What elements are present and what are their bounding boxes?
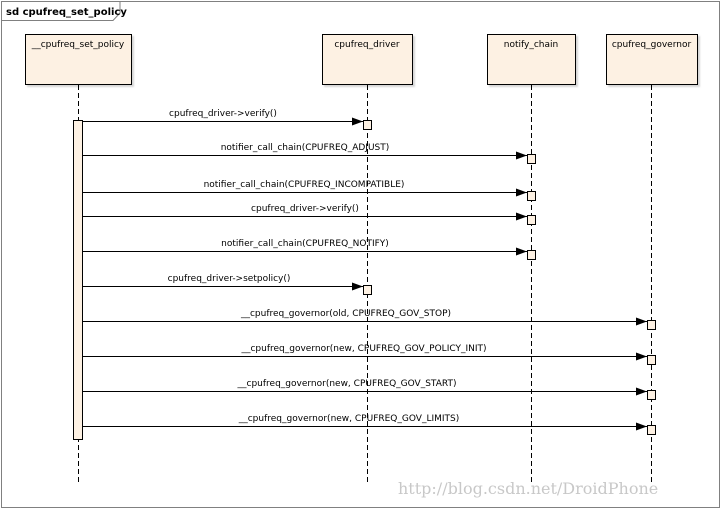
activations (73, 120, 83, 440)
message-label: __cpufreq_governor(old, CPUFREQ_GOV_STOP… (240, 309, 451, 319)
target-activation-box (647, 390, 656, 400)
arrowhead-icon (352, 117, 363, 126)
watermark-text: http://blog.csdn.net/DroidPhone (398, 479, 658, 498)
lifeline-head-box (606, 34, 698, 85)
target-activation-box (527, 154, 536, 164)
arrowhead-icon (516, 247, 527, 256)
message-label: cpufreq_driver->verify() (169, 109, 277, 119)
message-label: __cpufreq_governor(new, CPUFREQ_GOV_POLI… (240, 344, 486, 354)
activation-bar-set-policy (73, 120, 83, 440)
message-10: __cpufreq_governor(new, CPUFREQ_GOV_LIMI… (82, 414, 656, 435)
arrowhead-icon (636, 352, 647, 361)
arrowhead-icon (516, 212, 527, 221)
messages: cpufreq_driver->verify() notifier_call_ch… (82, 109, 656, 435)
lifelines: __cpufreq_set_policy cpufreq_driver notify… (25, 34, 698, 482)
message-8: __cpufreq_governor(new, CPUFREQ_GOV_POLI… (82, 344, 656, 365)
lifeline-driver: cpufreq_driver (322, 34, 413, 482)
target-activation-box (647, 320, 656, 330)
arrowhead-icon (636, 317, 647, 326)
lifeline-label: __cpufreq_set_policy (31, 40, 125, 50)
lifeline-governor: cpufreq_governor (606, 34, 698, 482)
message-9: __cpufreq_governor(new, CPUFREQ_GOV_STAR… (82, 379, 656, 400)
message-label: notifier_call_chain(CPUFREQ_ADJUST) (221, 143, 390, 153)
lifeline-label: cpufreq_driver (334, 40, 400, 50)
message-1: cpufreq_driver->verify() (82, 109, 372, 130)
message-label: __cpufreq_governor(new, CPUFREQ_GOV_STAR… (237, 379, 457, 389)
target-activation-box (363, 285, 372, 295)
lifeline-label: cpufreq_governor (612, 40, 692, 50)
lifeline-notify: notify_chain (487, 34, 576, 482)
message-label: notifier_call_chain(CPUFREQ_NOTIFY) (221, 239, 389, 249)
lifeline-head-box (322, 34, 413, 85)
message-4: cpufreq_driver->verify() (82, 204, 536, 225)
arrowhead-icon (352, 282, 363, 291)
lifeline-head-box (487, 34, 576, 85)
target-activation-box (527, 215, 536, 225)
target-activation-box (527, 250, 536, 260)
target-activation-box (647, 425, 656, 435)
message-2: notifier_call_chain(CPUFREQ_ADJUST) (82, 143, 536, 164)
message-label: __cpufreq_governor(new, CPUFREQ_GOV_LIMI… (238, 414, 460, 424)
arrowhead-icon (516, 188, 527, 197)
message-label: notifier_call_chain(CPUFREQ_INCOMPATIBLE… (204, 180, 405, 190)
message-7: __cpufreq_governor(old, CPUFREQ_GOV_STOP… (82, 309, 656, 330)
message-3: notifier_call_chain(CPUFREQ_INCOMPATIBLE… (82, 180, 536, 201)
arrowhead-icon (516, 151, 527, 160)
message-5: notifier_call_chain(CPUFREQ_NOTIFY) (82, 239, 536, 260)
target-activation-box (647, 355, 656, 365)
frame-title: sd cpufreq_set_policy (6, 7, 127, 18)
lifeline-label: notify_chain (504, 40, 558, 50)
target-activation-box (363, 120, 372, 130)
arrowhead-icon (636, 422, 647, 431)
message-6: cpufreq_driver->setpolicy() (82, 274, 372, 295)
frame-title-tab (1, 1, 121, 21)
message-label: cpufreq_driver->setpolicy() (168, 274, 291, 284)
arrowhead-icon (636, 387, 647, 396)
target-activation-box (527, 191, 536, 201)
lifeline-head-box (25, 34, 132, 85)
message-label: cpufreq_driver->verify() (251, 204, 359, 214)
lifeline-set_policy: __cpufreq_set_policy (25, 34, 132, 482)
